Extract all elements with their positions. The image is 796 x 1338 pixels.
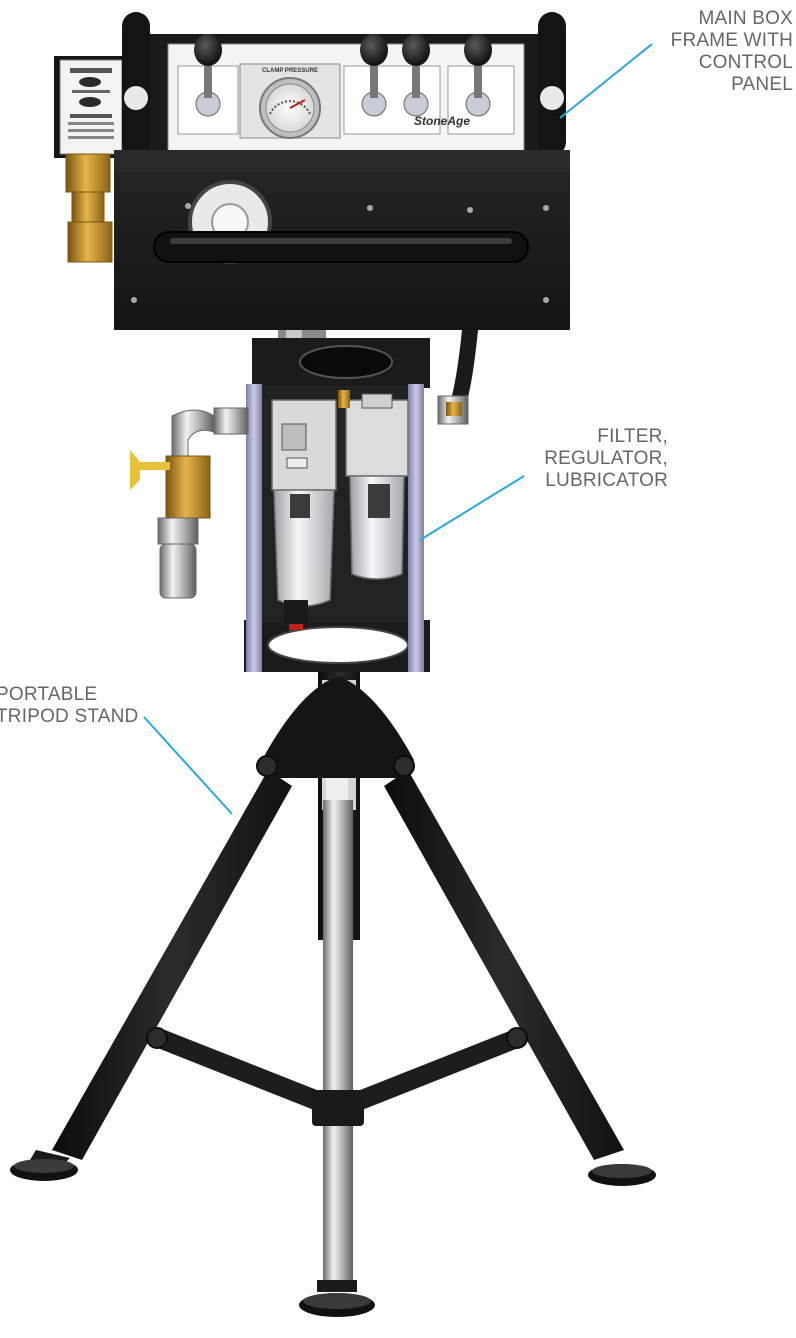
- toggle-switch-3[interactable]: [402, 34, 430, 117]
- gauge-label: CLAMP PRESSURE: [262, 68, 318, 74]
- tripod-stand: [10, 670, 656, 1317]
- toggle-switch-1[interactable]: [194, 34, 222, 117]
- callout-frl-line: FILTER,: [597, 426, 668, 447]
- callout-tripod-line: TRIPOD STAND: [0, 706, 139, 727]
- filter-regulator-lubricator: [130, 322, 478, 672]
- callout-main-box-line: CONTROL: [698, 52, 793, 73]
- callout-frl: FILTER, REGULATOR, LUBRICATOR: [488, 426, 668, 492]
- leader-line-tripod: [143, 716, 233, 815]
- toggle-switch-4[interactable]: [464, 34, 492, 117]
- leader-line-main-box: [559, 43, 653, 119]
- callout-main-box-line: FRAME WITH: [670, 30, 793, 51]
- toggle-switch-2[interactable]: [360, 34, 388, 117]
- callout-main-box-line: PANEL: [731, 74, 793, 95]
- leader-line-frl: [419, 475, 525, 541]
- callout-frl-line: REGULATOR,: [544, 448, 668, 469]
- main-box-frame: CLAMP PRESSURE StoneAge: [54, 12, 570, 330]
- brand-logo-text: StoneAge: [414, 114, 470, 128]
- callout-main-box-line: MAIN BOX: [698, 8, 793, 29]
- leader-lines: [143, 43, 653, 815]
- callout-main-box: MAIN BOX FRAME WITH CONTROL PANEL: [633, 8, 793, 96]
- callout-tripod-line: PORTABLE: [0, 684, 98, 705]
- callout-tripod: PORTABLE TRIPOD STAND: [0, 684, 166, 728]
- callout-frl-line: LUBRICATOR: [545, 470, 668, 491]
